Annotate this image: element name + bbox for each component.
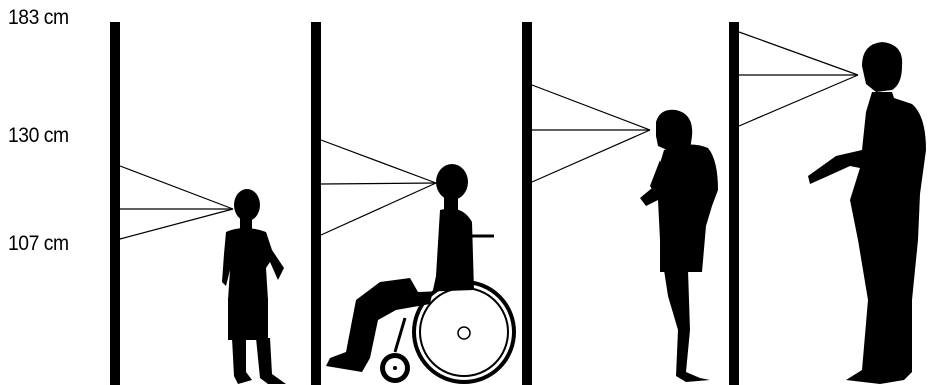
panel-child (110, 22, 286, 385)
sightline-cone-man (739, 32, 858, 126)
panel-wheelchair (311, 22, 514, 385)
wall-post-3 (522, 22, 532, 385)
wall-post-1 (110, 22, 120, 385)
sightline-cone-woman (532, 85, 650, 182)
panel-man (729, 22, 926, 385)
sightline-cone-child (120, 166, 233, 239)
sightline-cone-wheelchair (321, 140, 436, 235)
wall-post-4 (729, 22, 739, 385)
child-silhouette-icon (222, 189, 286, 384)
woman-silhouette-icon (640, 110, 718, 382)
wheelchair-user-silhouette-icon (326, 164, 514, 383)
man-silhouette-icon (808, 42, 926, 384)
panel-woman (522, 22, 718, 385)
wall-post-2 (311, 22, 321, 385)
